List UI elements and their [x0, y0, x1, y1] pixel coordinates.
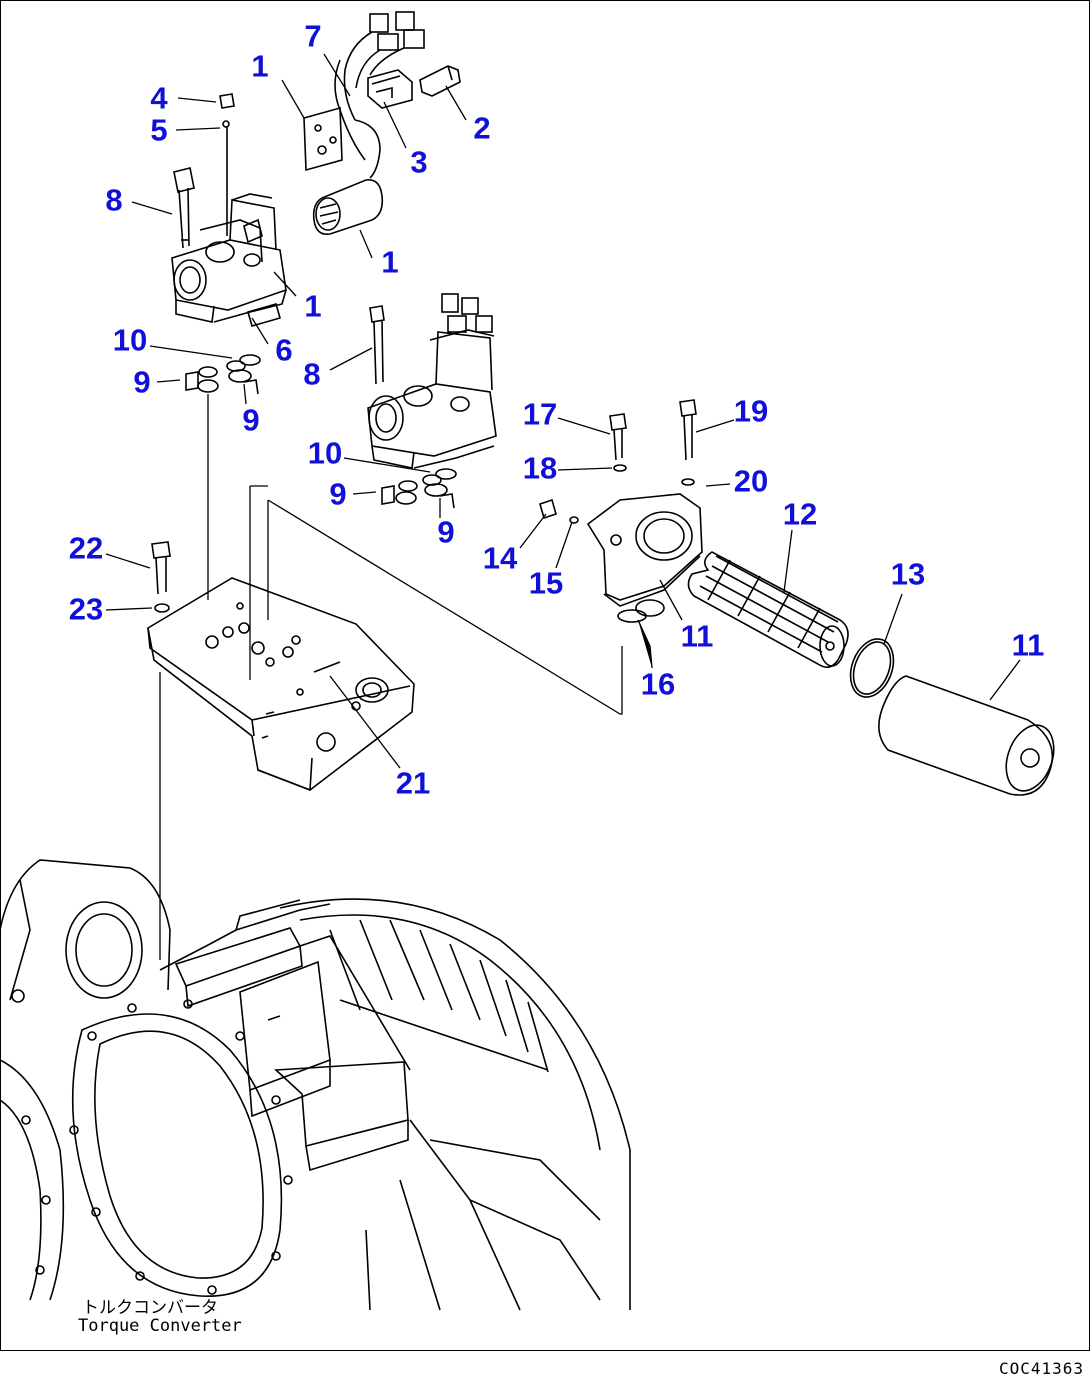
- sensor-2: [419, 65, 461, 97]
- callout: 9: [329, 476, 347, 512]
- caption-japanese: トルクコンバータ: [82, 1298, 218, 1318]
- drawing-code: COC41363: [998, 1359, 1084, 1378]
- callout: 14: [482, 540, 518, 576]
- solenoid-1: [312, 179, 384, 236]
- solenoid-bracket: [303, 106, 343, 172]
- cartridge-filter: [878, 675, 1055, 796]
- bolt-17: [609, 413, 627, 472]
- o-rings-lower: [381, 468, 457, 509]
- callout: 9: [437, 514, 455, 550]
- callout: 11: [680, 618, 714, 654]
- o-ring-13: [849, 638, 895, 698]
- callout: 7: [304, 18, 322, 54]
- filter-element-12: [687, 551, 849, 668]
- valve-assembly-lower: [367, 293, 497, 469]
- callout: 10: [307, 435, 343, 471]
- callout: 1: [304, 288, 322, 324]
- o-rings-upper: [185, 354, 261, 395]
- callout: 11: [1011, 627, 1045, 663]
- callout: 22: [68, 530, 104, 566]
- bolt-4: [219, 93, 235, 236]
- callout: 15: [528, 565, 564, 601]
- callout: 1: [381, 244, 399, 280]
- callout: 6: [275, 332, 293, 368]
- callout: 1: [251, 48, 269, 84]
- callout: 23: [68, 591, 104, 627]
- callout: 19: [733, 393, 769, 429]
- callout: 4: [150, 80, 168, 116]
- callout: 8: [105, 182, 123, 218]
- callout: 9: [242, 402, 260, 438]
- valve-body-21: [147, 577, 415, 792]
- callout: 13: [890, 556, 926, 592]
- alignment-lines: [159, 394, 623, 960]
- bolt-22: [151, 541, 171, 613]
- callout: 16: [640, 666, 676, 702]
- callout: 12: [782, 496, 818, 532]
- callout: 18: [522, 450, 558, 486]
- connector-3: [367, 69, 413, 109]
- filter-head: [586, 493, 703, 623]
- callout: 10: [112, 322, 148, 358]
- bolt-19: [679, 399, 697, 486]
- caption-english: Torque Converter: [78, 1316, 242, 1336]
- callout: 5: [150, 112, 168, 148]
- callout: 9: [133, 364, 151, 400]
- bolt-8-upper: [173, 167, 195, 249]
- callout: 17: [522, 396, 558, 432]
- torque-converter-housing: [0, 859, 631, 1311]
- callout: 2: [473, 110, 491, 146]
- callout: 20: [733, 463, 769, 499]
- callout: 8: [303, 356, 321, 392]
- plug-14: [539, 498, 579, 524]
- callout: 21: [395, 765, 431, 801]
- bolt-8-lower: [369, 305, 385, 385]
- label-plate-6: [247, 303, 281, 327]
- callout: 3: [410, 144, 428, 180]
